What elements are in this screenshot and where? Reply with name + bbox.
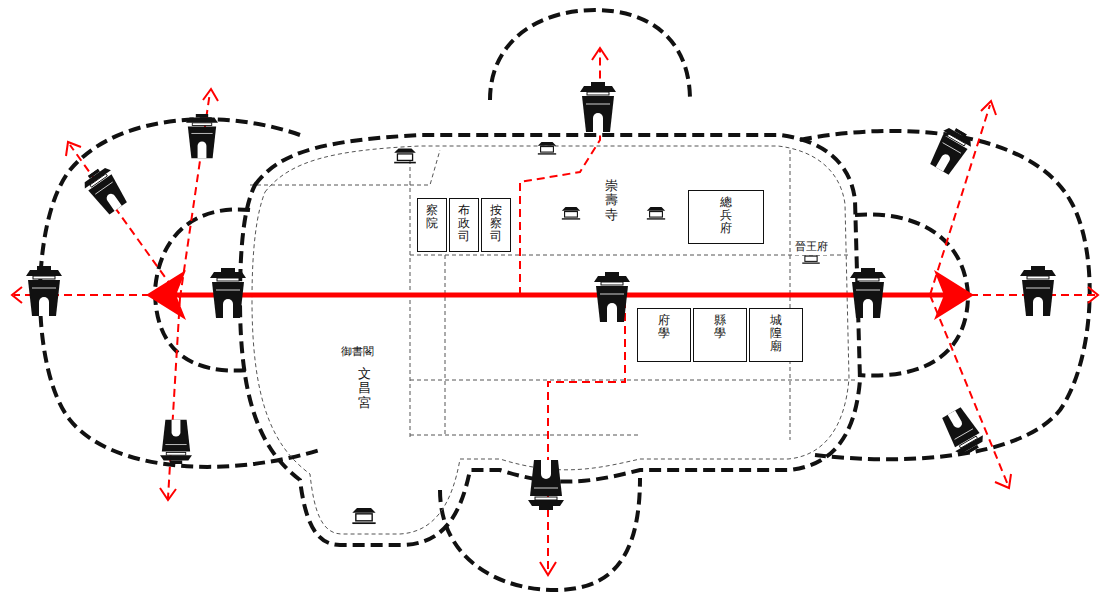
building-box: 城隍廟: [749, 308, 803, 362]
building-box: 察院: [417, 198, 447, 252]
place-name: 文昌宮: [357, 366, 372, 411]
small-arrowheads: [12, 48, 1098, 575]
routes: [14, 50, 1096, 572]
place-name: 晉王府: [794, 238, 829, 255]
building-name: 縣學: [714, 314, 726, 340]
inner-wall: [252, 146, 849, 534]
building-box: 縣學: [693, 308, 747, 362]
arrowheads: [146, 270, 974, 320]
building-box: 總兵府: [688, 190, 764, 244]
place-name: 御書閣: [340, 343, 375, 360]
buildings: [352, 142, 819, 523]
building-name: 察院: [426, 204, 438, 230]
building-name: 總兵府: [720, 196, 732, 236]
city-gates: [26, 82, 1056, 510]
building-name: 府學: [658, 314, 670, 340]
city-walls: [40, 10, 1090, 590]
building-box: 按察司: [481, 198, 511, 252]
building-name: 城隍廟: [770, 314, 782, 354]
building-box: 布政司: [449, 198, 479, 252]
place-name: 崇壽寺: [604, 178, 619, 223]
building-name: 按察司: [490, 204, 502, 244]
building-name: 布政司: [458, 204, 470, 244]
building-box: 府學: [637, 308, 691, 362]
